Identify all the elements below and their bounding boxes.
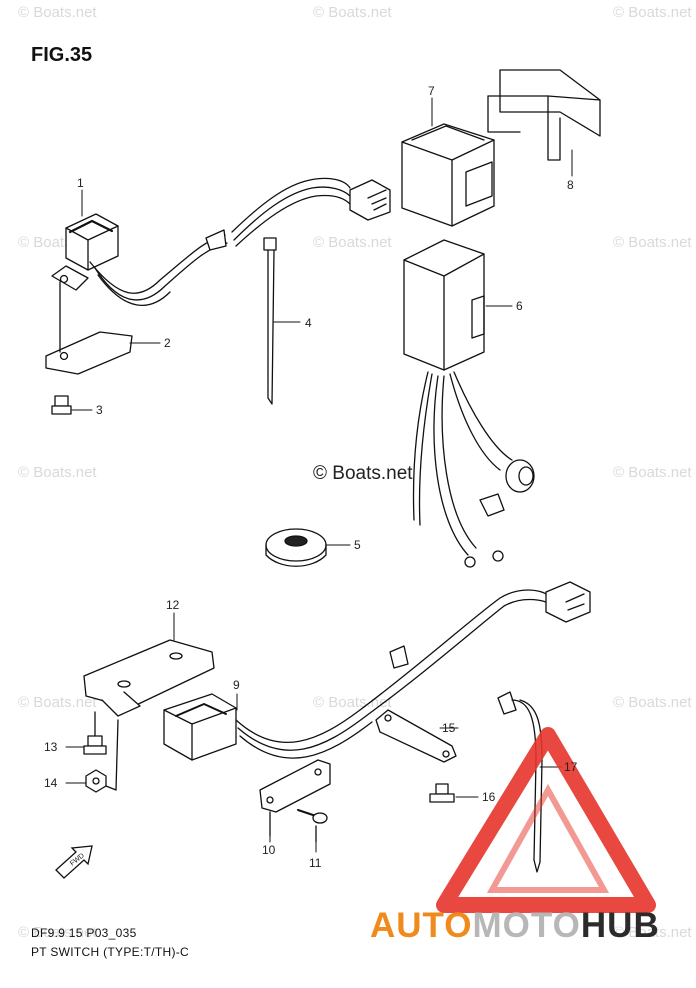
logo-part-moto: MOTO (472, 906, 581, 945)
callout-4: 4 (305, 316, 312, 330)
callout-3: 3 (96, 403, 103, 417)
watermark: © Boats.net (18, 464, 97, 481)
callout-13: 13 (44, 740, 58, 754)
callout-11: 11 (309, 856, 322, 870)
fwd-arrow-icon: FWD (55, 845, 93, 879)
callout-16: 16 (482, 790, 496, 804)
bolt-part-16 (429, 783, 455, 803)
automotohub-logo-icon (436, 727, 656, 913)
cover-part-7 (401, 123, 495, 227)
relay-part-6 (403, 239, 535, 568)
bolt-part-13 (83, 711, 107, 755)
callout-7: 7 (428, 84, 435, 98)
callout-5: 5 (354, 538, 361, 552)
watermark: © Boats.net (613, 694, 692, 711)
callout-6: 6 (516, 299, 523, 313)
watermark: © Boats.net (613, 4, 692, 21)
watermark: © Boats.net (18, 924, 97, 941)
holder-part-8 (487, 69, 601, 161)
automotohub-logo-text: AUTOMOTOHUB (370, 906, 660, 946)
watermark: © Boats.net (18, 4, 97, 21)
callout-8: 8 (567, 178, 574, 192)
callout-9: 9 (233, 678, 240, 692)
cable-tie-part-4 (263, 237, 277, 405)
screw-part-11 (297, 809, 328, 843)
callout-14: 14 (44, 776, 58, 790)
watermark: © Boats.net (18, 694, 97, 711)
strap-part-15 (375, 709, 457, 763)
logo-part-hub: HUB (580, 906, 660, 945)
diagram-code: DF9.9 15 P03_035 (31, 926, 137, 940)
callout-12: 12 (166, 598, 180, 612)
watermark: © Boats.net (613, 464, 692, 481)
switch-assembly-part-9 (163, 581, 591, 761)
watermark: © Boats.net (313, 4, 392, 21)
callout-17: 17 (564, 760, 578, 774)
plate-part-12 (83, 639, 215, 717)
watermark: © Boats.net (313, 234, 392, 251)
diagram-caption: PT SWITCH (TYPE:T/TH)-C (31, 945, 190, 959)
callout-1: 1 (77, 176, 84, 190)
watermark: © Boats.net (313, 694, 392, 711)
watermark: © Boats.net (613, 924, 692, 941)
callout-2: 2 (164, 336, 171, 350)
grommet-part-5 (265, 528, 327, 567)
logo-part-auto: AUTO (370, 906, 473, 945)
switch-part-1 (51, 177, 391, 306)
bracket-part-10 (259, 759, 331, 837)
figure-title: FIG.35 (31, 44, 93, 66)
leader-lines (65, 97, 573, 853)
bolt-part-3 (51, 395, 72, 415)
bracket-part-2 (45, 281, 133, 375)
callout-10: 10 (262, 843, 276, 857)
nut-part-14 (85, 719, 119, 793)
callout-15: 15 (442, 721, 456, 735)
center-watermark: © Boats.net (313, 463, 413, 484)
watermark: © Boats.net (613, 234, 692, 251)
